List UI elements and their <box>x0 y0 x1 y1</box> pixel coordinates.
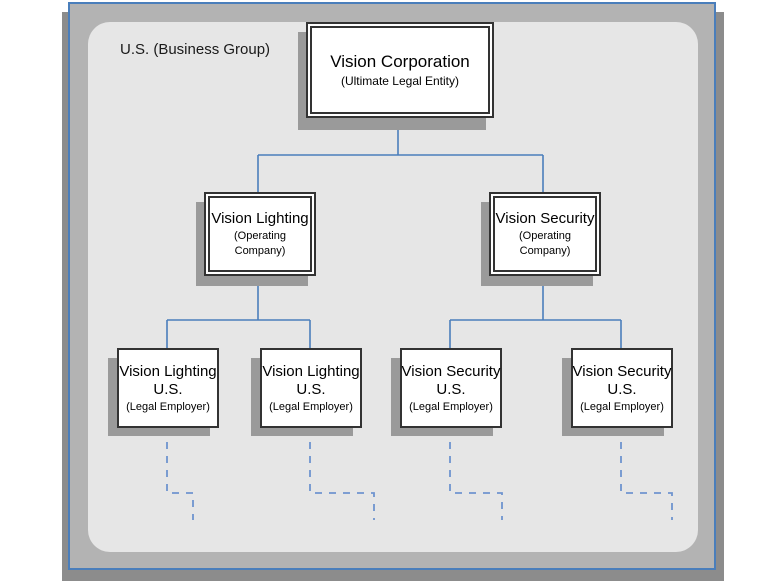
node-vision-security-us-1[interactable]: Vision Security U.S. (Legal Employer) <box>400 348 502 428</box>
node-subtitle: (Legal Employer) <box>269 400 353 413</box>
business-group-label: U.S. (Business Group) <box>120 41 271 58</box>
node-title: Vision Lighting <box>211 210 309 227</box>
node-subtitle: (Legal Employer) <box>409 400 493 413</box>
node-vision-corporation[interactable]: Vision Corporation (Ultimate Legal Entit… <box>306 22 494 118</box>
node-vision-lighting-us-2[interactable]: Vision Lighting U.S. (Legal Employer) <box>260 348 362 428</box>
node-title: Vision Security <box>495 210 595 227</box>
node-title-line2: U.S. <box>153 380 183 398</box>
node-title-line2: U.S. <box>607 380 637 398</box>
node-title-line2: U.S. <box>296 380 326 398</box>
node-subtitle: (Legal Employer) <box>580 400 664 413</box>
node-subtitle-line1: (Operating <box>234 230 286 242</box>
node-title-line1: Vision Lighting <box>262 362 360 380</box>
node-title-line1: Vision Security <box>572 362 672 380</box>
node-vision-lighting[interactable]: Vision Lighting (Operating Company) <box>204 192 316 276</box>
node-vision-lighting-us-1[interactable]: Vision Lighting U.S. (Legal Employer) <box>117 348 219 428</box>
node-vision-security[interactable]: Vision Security (Operating Company) <box>489 192 601 276</box>
node-subtitle-line2: Company) <box>519 245 571 257</box>
node-subtitle-line1: (Operating <box>519 230 571 242</box>
node-title-line1: Vision Lighting <box>119 362 217 380</box>
node-title: Vision Corporation <box>330 52 470 71</box>
node-title-line1: Vision Security <box>401 362 501 380</box>
node-subtitle: (Legal Employer) <box>126 400 210 413</box>
node-subtitle-line2: Company) <box>234 245 286 257</box>
node-title-line2: U.S. <box>436 380 466 398</box>
node-vision-security-us-2[interactable]: Vision Security U.S. (Legal Employer) <box>571 348 673 428</box>
node-subtitle: (Ultimate Legal Entity) <box>340 74 460 88</box>
